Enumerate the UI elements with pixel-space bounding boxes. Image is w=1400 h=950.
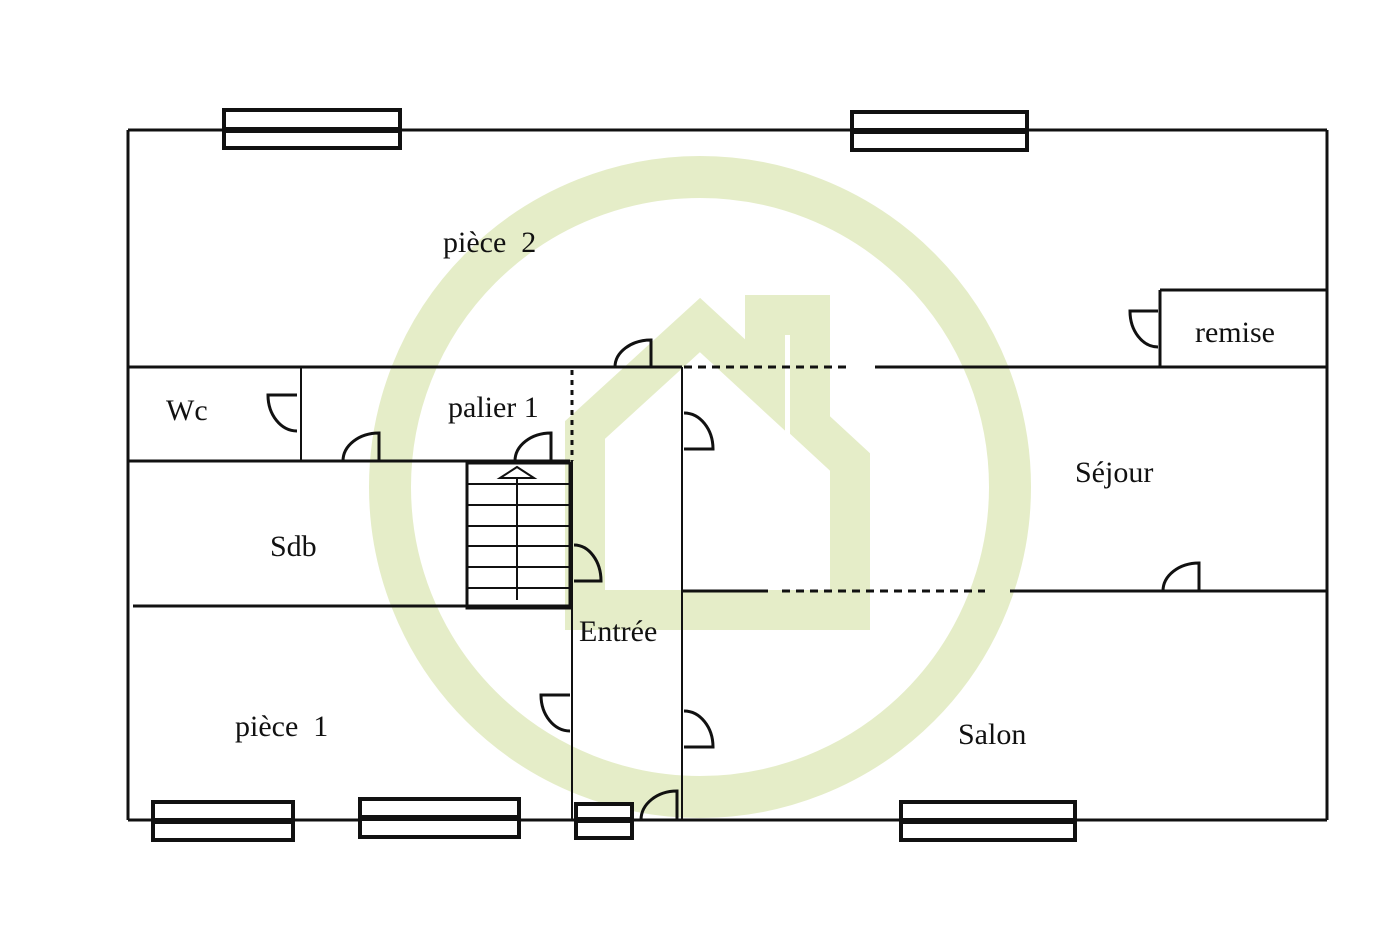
door-icon — [613, 338, 653, 368]
room-label-piece-1: pièce 1 — [235, 710, 329, 743]
door-icon — [341, 431, 381, 462]
windows — [151, 108, 1077, 842]
window-icon — [850, 110, 1029, 152]
door-icon — [1161, 561, 1201, 592]
room-label-entree: Entrée — [579, 615, 658, 648]
window-icon — [574, 802, 634, 840]
room-label-palier-1: palier 1 — [448, 391, 539, 424]
walls — [126, 128, 1329, 822]
room-label-sdb: Sdb — [270, 530, 317, 563]
staircase-icon — [465, 461, 572, 610]
door-icon — [1128, 309, 1159, 349]
window-icon — [222, 108, 402, 150]
doors — [266, 309, 1201, 821]
door-icon — [539, 693, 571, 733]
window-icon — [358, 797, 521, 839]
watermark-logo-icon — [369, 156, 1031, 818]
door-icon — [266, 393, 298, 433]
room-label-piece-2: pièce 2 — [443, 226, 537, 259]
door-icon — [683, 709, 715, 749]
door-icon — [639, 789, 679, 821]
room-label-wc: Wc — [166, 394, 208, 427]
door-icon — [573, 543, 603, 583]
room-label-remise: remise — [1195, 316, 1275, 349]
door-icon — [683, 411, 715, 451]
room-label-sejour: Séjour — [1075, 456, 1154, 489]
door-icon — [513, 431, 553, 462]
room-label-salon: Salon — [958, 718, 1027, 751]
window-icon — [151, 800, 295, 842]
window-icon — [899, 800, 1077, 842]
